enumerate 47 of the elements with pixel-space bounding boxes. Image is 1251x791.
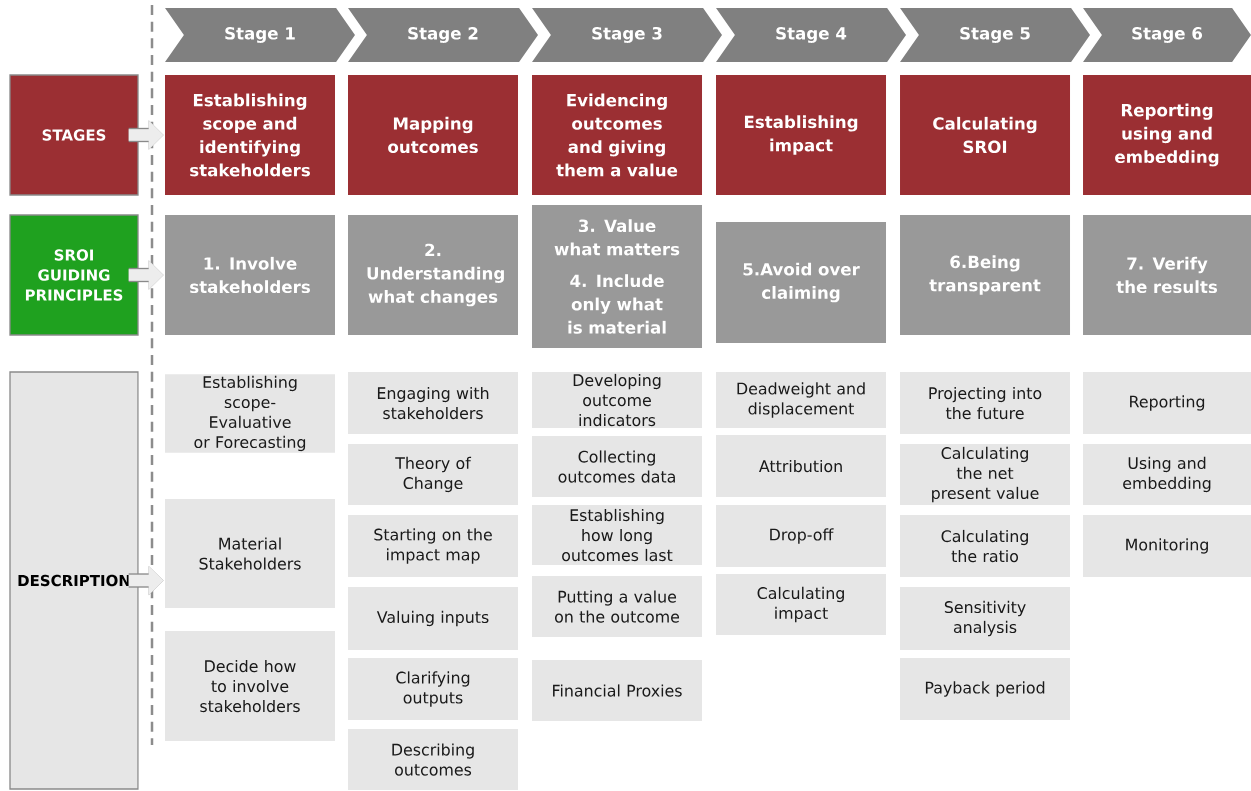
description-box: Developing outcome indicators (532, 372, 702, 428)
stage-box: Mapping outcomes (348, 75, 518, 195)
description-box: Putting a value on the outcome (532, 576, 702, 637)
description-box: Deadweight and displacement (716, 372, 886, 428)
description-box: Financial Proxies (532, 660, 702, 721)
description-box: Monitoring (1083, 515, 1251, 577)
stage-banner: Stage 2 (348, 8, 538, 62)
principle-box: 1. Involve stakeholders (165, 215, 335, 335)
description-box: Establishing how long outcomes last (532, 505, 702, 565)
description-box: Calculating impact (716, 574, 886, 635)
description-box: Clarifying outputs (348, 658, 518, 720)
row-header-box: STAGES (9, 74, 139, 196)
description-box: Theory of Change (348, 444, 518, 505)
principle-box: 3. Value what matters 4. Include only what is material (532, 205, 702, 348)
description-box: Material Stakeholders (165, 499, 335, 608)
description-box: Describing outcomes (348, 729, 518, 790)
description-box: Reporting (1083, 372, 1251, 434)
description-box: Engaging with stakeholders (348, 372, 518, 434)
principle-box: 7. Verify the results (1083, 215, 1251, 335)
stage-banner: Stage 4 (716, 8, 906, 62)
description-box: Drop-off (716, 505, 886, 567)
description-box: Valuing inputs (348, 587, 518, 650)
description-box: Collecting outcomes data (532, 436, 702, 497)
description-box: Sensitivity analysis (900, 587, 1070, 650)
stage-banner: Stage 3 (532, 8, 722, 62)
description-box: Calculating the ratio (900, 515, 1070, 577)
description-box: Projecting into the future (900, 372, 1070, 434)
description-box: Starting on the impact map (348, 515, 518, 577)
row-header-box: SROI GUIDING PRINCIPLES (9, 214, 139, 336)
stage-box: Establishing scope and identifying stakeholders (165, 75, 335, 195)
stage-banner: Stage 5 (900, 8, 1090, 62)
principle-box: 5.Avoid over claiming (716, 222, 886, 343)
description-box: Decide how to involve stakeholders (165, 631, 335, 741)
stage-banner: Stage 1 (165, 8, 355, 62)
description-box: Establishing scope- Evaluative or Forecasting (165, 374, 335, 453)
description-box: Payback period (900, 658, 1070, 720)
description-box: Using and embedding (1083, 444, 1251, 505)
stage-box: Establishing impact (716, 75, 886, 195)
principle-box: 2. Understanding what changes (348, 215, 518, 335)
stage-banner: Stage 6 (1083, 8, 1251, 62)
description-box: Calculating the net present value (900, 444, 1070, 505)
stage-box: Evidencing outcomes and giving them a value (532, 75, 702, 195)
stage-box: Calculating SROI (900, 75, 1070, 195)
stage-box: Reporting using and embedding (1083, 75, 1251, 195)
description-box: Attribution (716, 435, 886, 497)
principle-box: 6.Being transparent (900, 215, 1070, 335)
row-header-box: DESCRIPTION (9, 371, 139, 790)
